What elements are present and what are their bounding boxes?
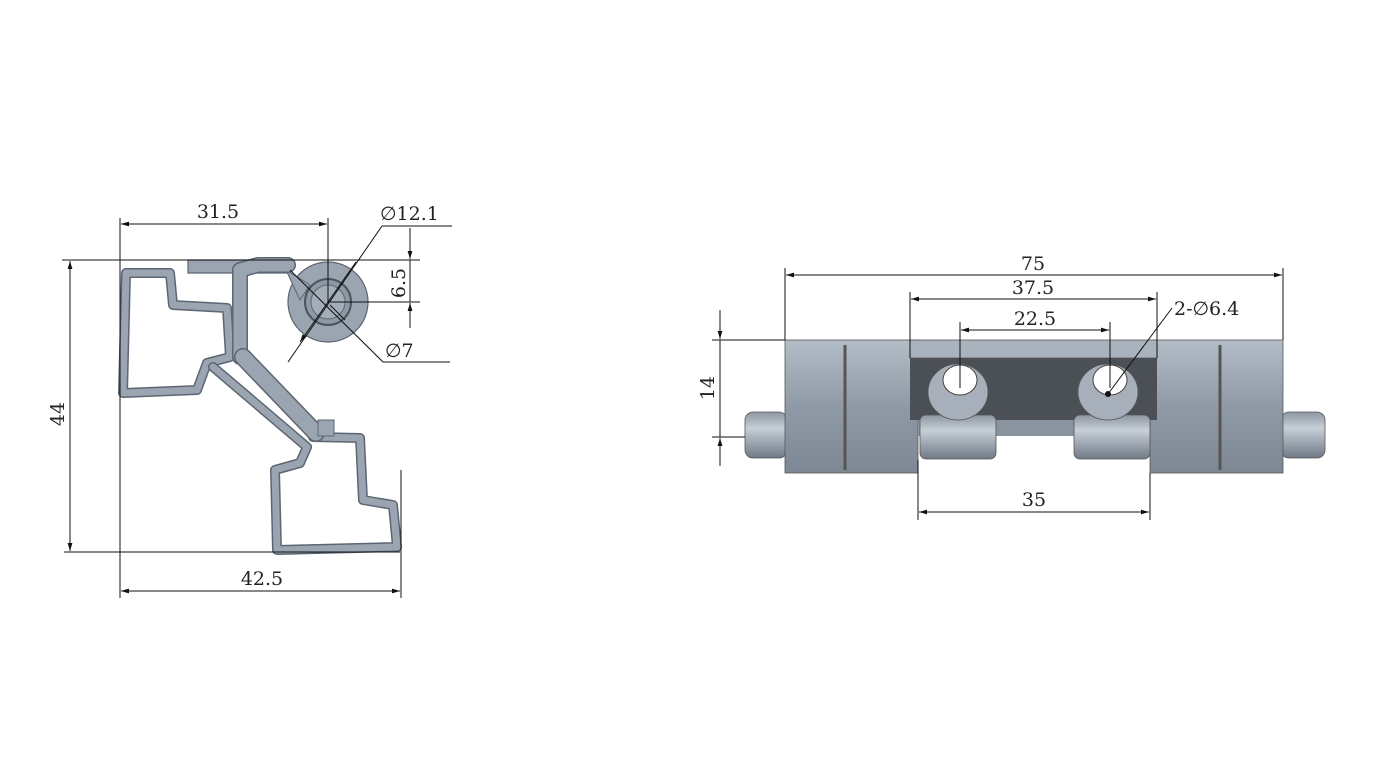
- front-view: 75 37.5 22.5 2-∅6.4 14 35: [697, 253, 1326, 520]
- dim-35: 35: [1022, 489, 1046, 511]
- right-pin: [1280, 411, 1326, 459]
- right-barrel: [1073, 414, 1151, 460]
- dim-44: 44: [47, 402, 69, 426]
- left-pin: [744, 411, 788, 459]
- left-barrel: [919, 414, 997, 460]
- hinge-body: [744, 339, 1326, 474]
- profile-shape: [118, 257, 402, 555]
- dim-31-5: 31.5: [197, 201, 239, 223]
- dim-75: 75: [1021, 253, 1045, 275]
- dim-22-5: 22.5: [1014, 308, 1056, 330]
- left-leaf: [784, 339, 919, 474]
- dim-14: 14: [697, 376, 719, 400]
- side-view: 31.5 44 42.5 6.5 ∅12.1 ∅7: [47, 201, 452, 598]
- dim-37-5: 37.5: [1012, 277, 1054, 299]
- dim-42-5: 42.5: [241, 568, 283, 590]
- dim-dia-12-1: ∅12.1: [380, 203, 439, 225]
- dim-6-5: 6.5: [388, 268, 410, 298]
- dim-holes-6-4: 2-∅6.4: [1174, 298, 1239, 320]
- right-leaf: [1149, 339, 1284, 474]
- dim-dia-7: ∅7: [385, 340, 414, 362]
